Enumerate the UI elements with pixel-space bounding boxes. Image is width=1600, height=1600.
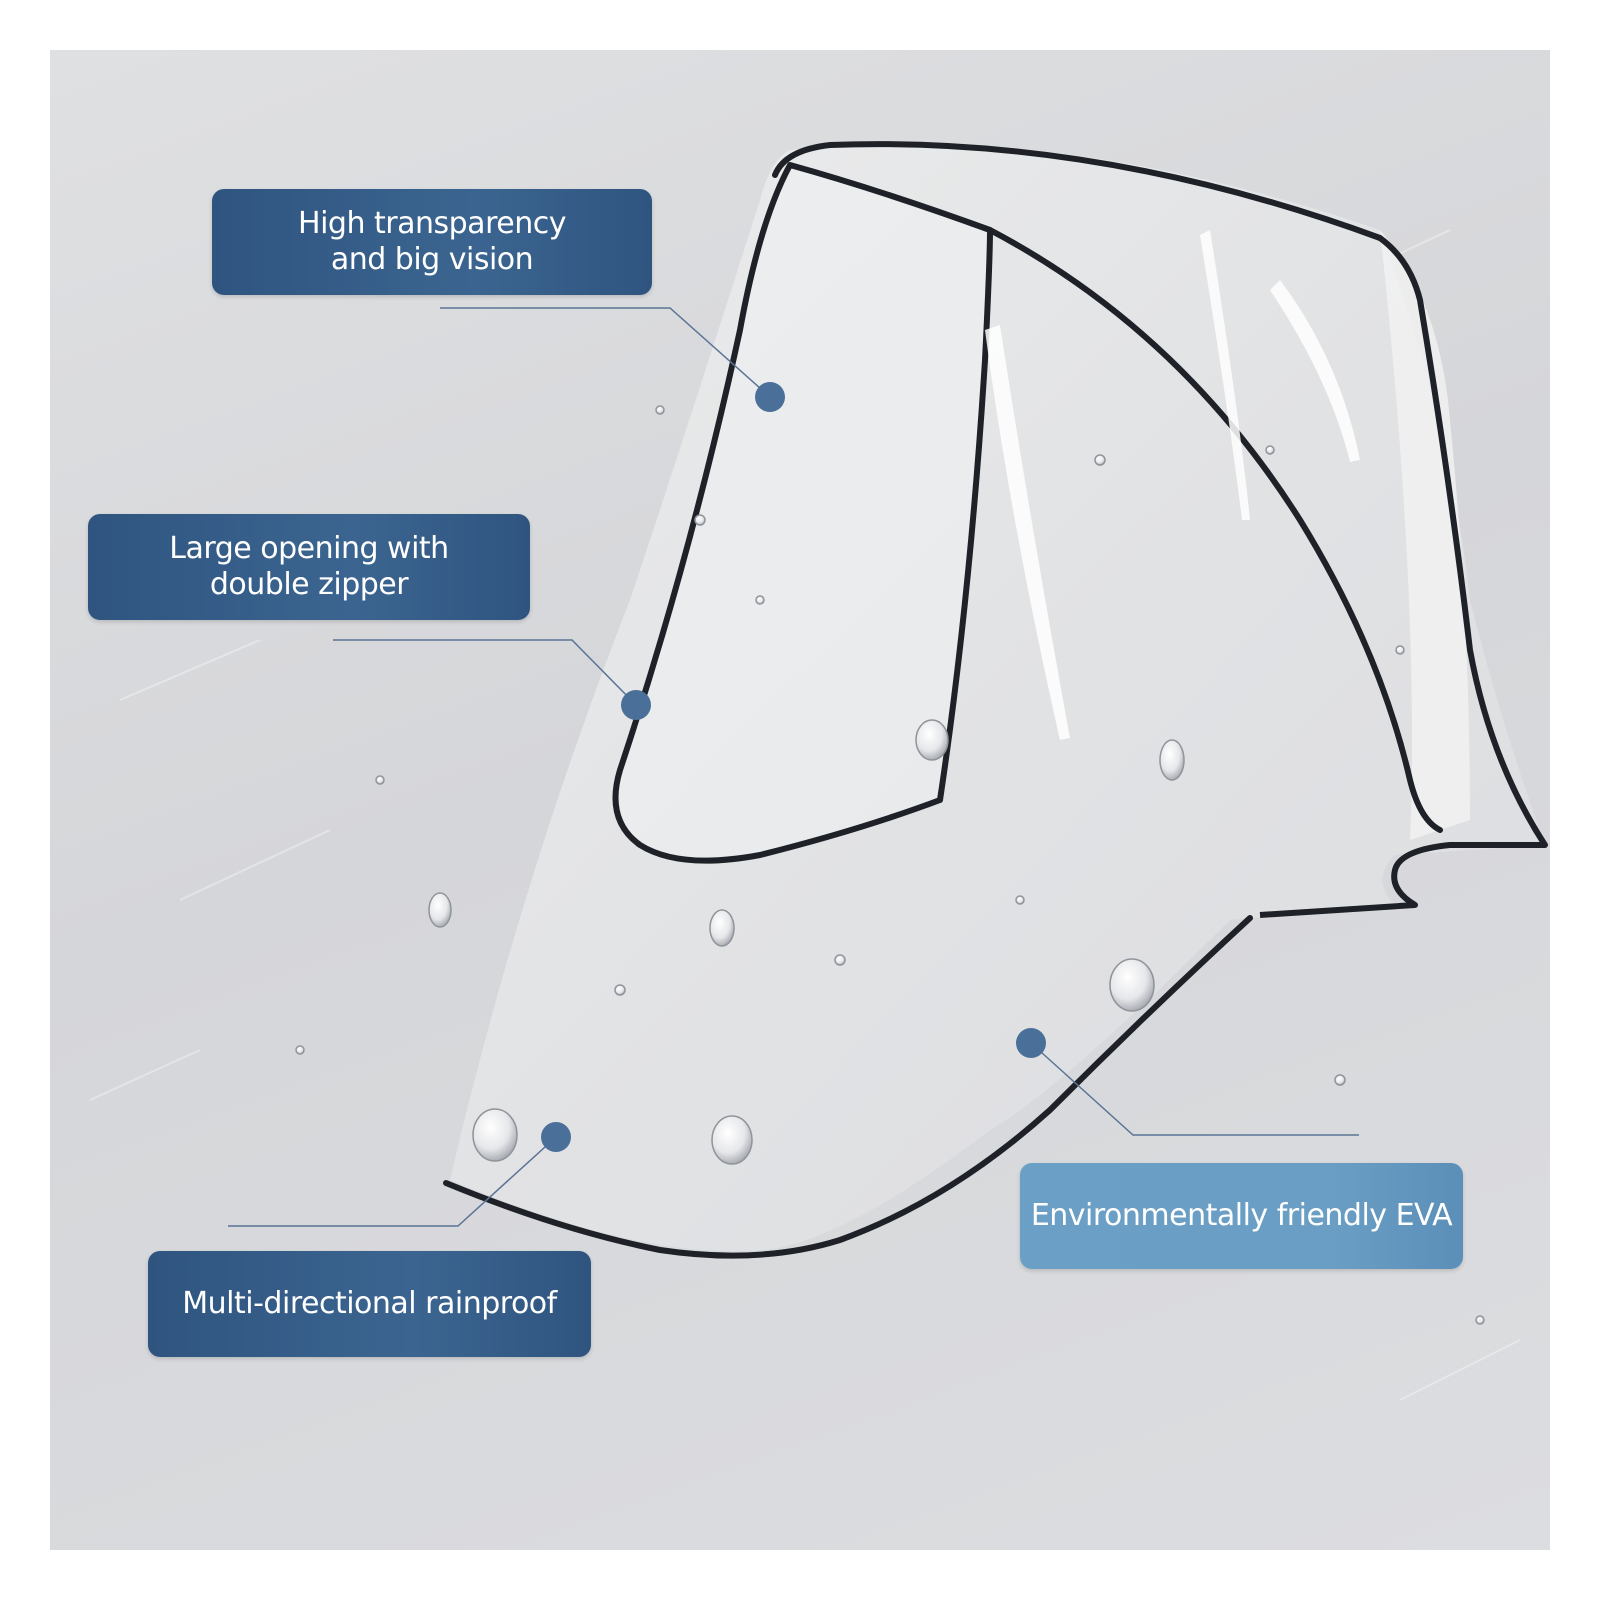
- cover-zipper-seam: [987, 227, 1443, 833]
- water-droplets: [295, 405, 1485, 1325]
- hotspot-opening: [621, 690, 651, 720]
- leader-material: [1030, 1042, 1359, 1136]
- cover-side-panel: [1380, 230, 1470, 840]
- rain-streaks: [89, 229, 1521, 1401]
- leader-rainproof: [228, 1136, 557, 1227]
- hotspot-rainproof: [541, 1122, 571, 1152]
- leader-lines: [228, 307, 1359, 1227]
- callout-rainproof: Multi-directional rainproof: [148, 1251, 591, 1357]
- hotspot-material: [1016, 1028, 1046, 1058]
- callout-material: Environmentally friendly EVA: [1020, 1163, 1463, 1269]
- hotspot-transparency: [755, 382, 785, 412]
- cover-bottom-hem: [443, 915, 1253, 1259]
- cover-reflections: [985, 230, 1360, 740]
- leader-transparency: [440, 307, 771, 398]
- cover-opening-edge: [612, 162, 993, 864]
- callout-opening-label: Large opening with double zipper: [169, 531, 449, 602]
- leader-opening: [333, 639, 637, 706]
- callout-material-label: Environmentally friendly EVA: [1030, 1198, 1453, 1233]
- cover-right-rim: [1259, 235, 1548, 918]
- rain-cover-body: [450, 143, 1545, 1252]
- hotspot-dots: [541, 382, 1046, 1152]
- callout-opening: Large opening with double zipper: [88, 514, 530, 620]
- callout-transparency-label: High transparency and big vision: [298, 206, 566, 277]
- cover-top-rim: [772, 141, 1383, 241]
- callout-rainproof-label: Multi-directional rainproof: [182, 1286, 557, 1321]
- callout-transparency: High transparency and big vision: [212, 189, 652, 295]
